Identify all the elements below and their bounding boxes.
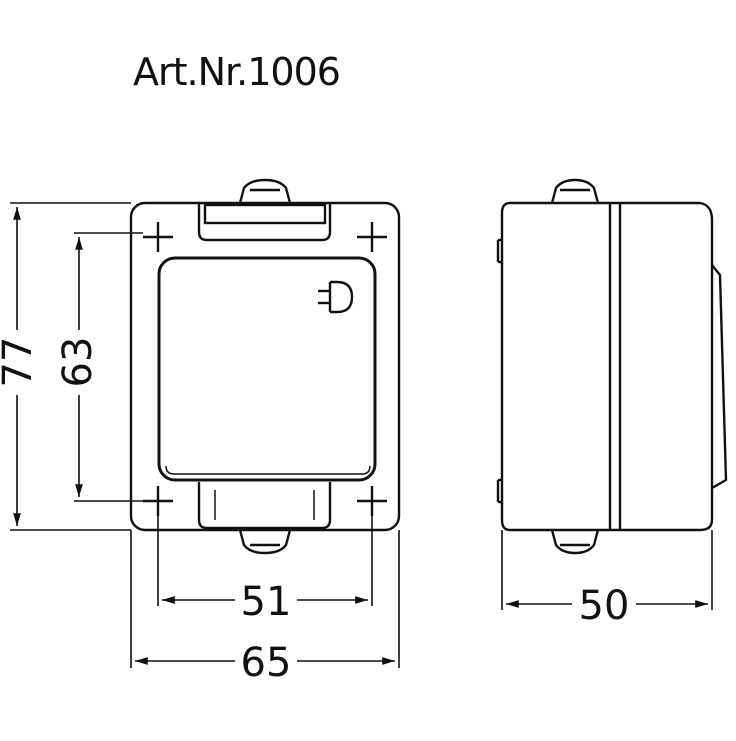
front-top-clip: [238, 178, 292, 204]
cable-entry-recess: [197, 482, 332, 530]
side-housing-outline: [500, 201, 714, 532]
dimension-50-label: 50: [579, 583, 630, 629]
hinge-recess: [197, 203, 332, 242]
front-view: [129, 178, 401, 555]
dimension-77-label: 77: [0, 337, 41, 388]
dimension-51-label: 51: [241, 579, 292, 625]
side-view: [496, 178, 728, 555]
dimension-63-label: 63: [55, 337, 101, 388]
side-top-clip: [550, 178, 600, 204]
socket-lid: [157, 256, 377, 482]
front-bottom-clip: [238, 529, 292, 555]
mounting-hole-top-left: [143, 222, 173, 252]
dimension-65-label: 65: [241, 640, 292, 686]
mounting-hole-bottom-left: [143, 486, 173, 516]
front-housing-outline: [129, 201, 401, 532]
side-lid-profile: [711, 264, 728, 490]
article-number-title: Art.Nr.1006: [133, 50, 341, 94]
mounting-hole-top-right: [357, 222, 387, 252]
mounting-hole-bottom-right: [357, 486, 387, 516]
plug-symbol-icon: [318, 280, 354, 314]
hinge-bar: [203, 203, 327, 225]
side-bottom-clip: [550, 529, 600, 555]
